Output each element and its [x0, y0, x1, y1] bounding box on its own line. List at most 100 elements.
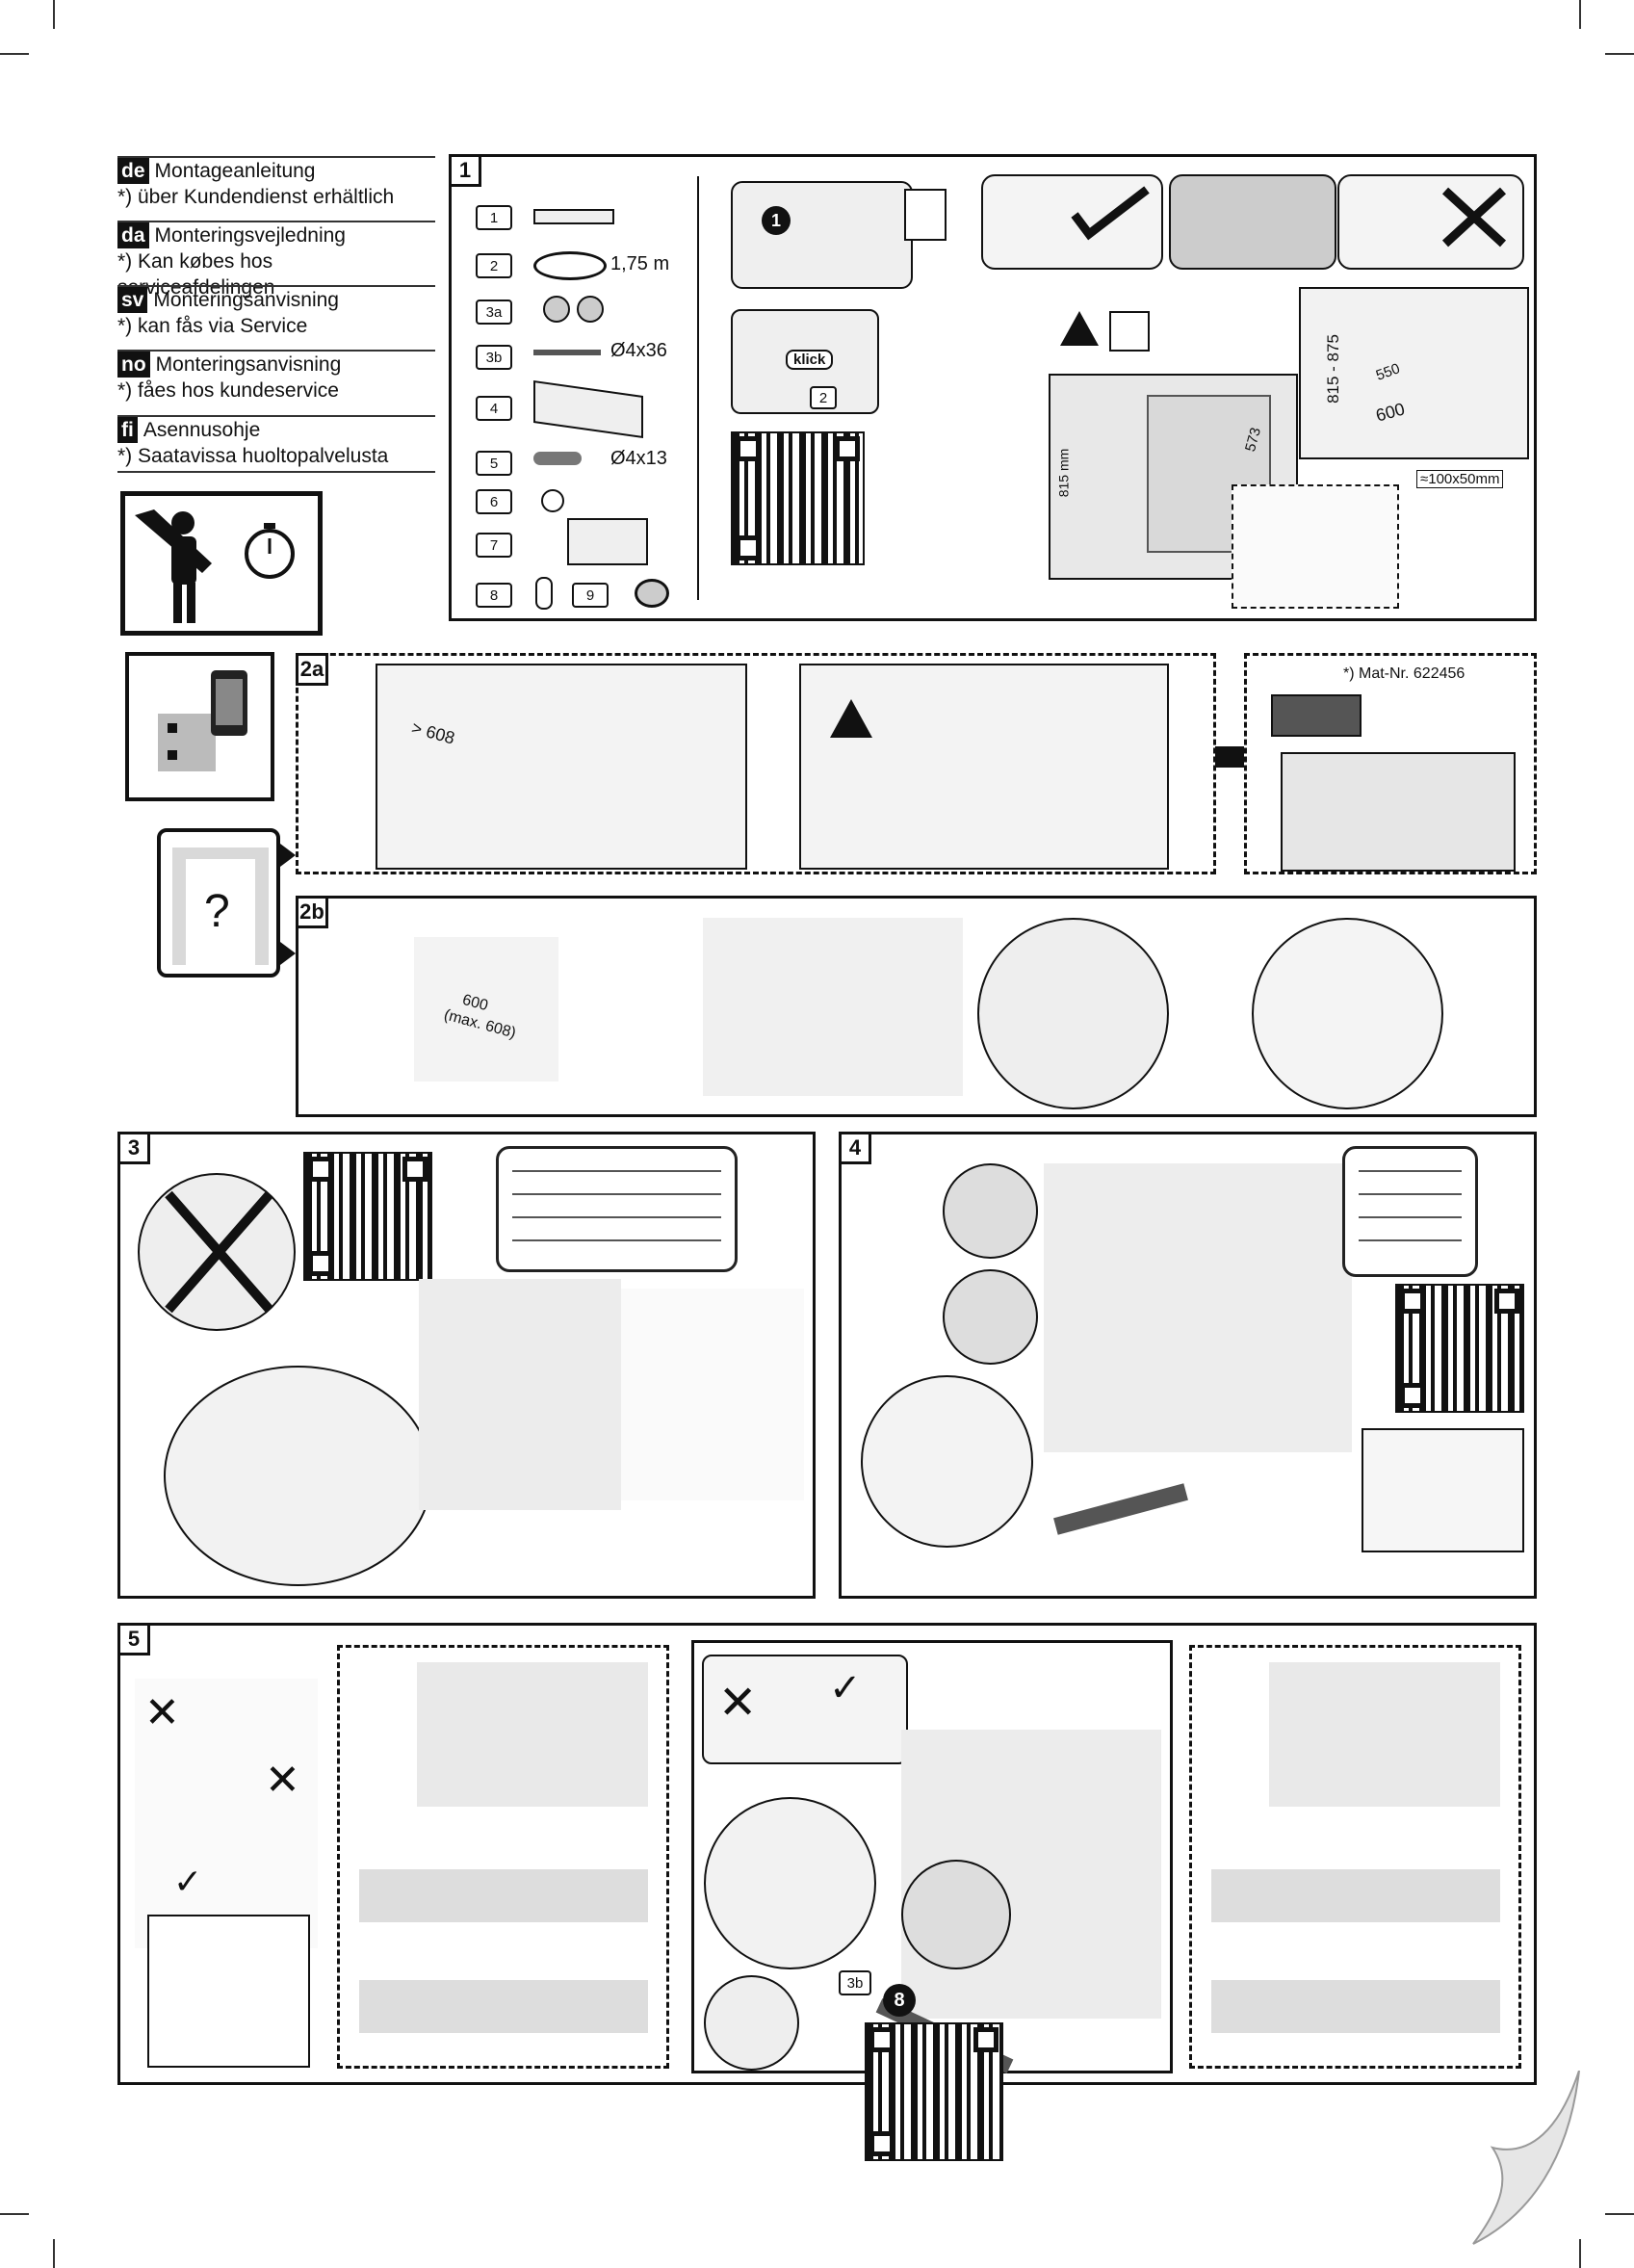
niche-bracket-illustration [1281, 752, 1516, 872]
tools-timer-icon [120, 491, 323, 636]
step-badge: 1 [762, 206, 791, 235]
crop-mark [0, 2213, 29, 2215]
screwdriver-illustration [1053, 1483, 1188, 1535]
check-icon [1071, 186, 1150, 241]
qr-code [731, 431, 865, 565]
language-note: *) fåes hos kundeservice [117, 379, 339, 402]
bracket-illustration [1271, 694, 1362, 737]
warning-icon [830, 699, 872, 738]
cross-icon [1441, 187, 1507, 248]
hinge-adjust-panel-left [337, 1645, 669, 2069]
qr-code [1395, 1284, 1524, 1413]
crop-mark [0, 53, 29, 55]
door-centering-diagram [147, 1915, 310, 2068]
step-1-panel: 1 1 2 1,75 m 3a 3b Ø4x36 4 5 Ø4x13 6 7 8… [449, 154, 1537, 621]
language-note: *) Saatavissa huoltopalvelusta [117, 445, 389, 467]
language-note: *) über Kundendienst erhältlich [117, 186, 395, 208]
scan-qr-phone-icon [125, 652, 274, 801]
niche-width-illustration: > 608 [376, 664, 747, 870]
klick-connector-illustration: klick 2 [731, 309, 879, 414]
hinge-arm-illustration [359, 1869, 648, 1922]
divider [697, 176, 699, 600]
correct-worktop-illustration [981, 174, 1163, 270]
niche-dimensions-illustration [1299, 287, 1529, 459]
mounting-strip-part [533, 209, 614, 224]
cross-icon: ✕ [718, 1678, 758, 1729]
part-2-ref: 2 [810, 386, 837, 409]
cross-icon: ✕ [265, 1757, 300, 1804]
fixing-detail-circle [1252, 918, 1443, 1109]
language-title: Montageanleitung [154, 160, 316, 182]
niche-600-illustration: 600 (max. 608) [414, 937, 558, 1082]
arrow-right-icon [1215, 746, 1244, 768]
step-number: 4 [839, 1132, 871, 1164]
step-4-panel: 4 [839, 1132, 1537, 1599]
gap-correct-circle [943, 1269, 1038, 1365]
dishwasher-front-illustration [703, 918, 963, 1096]
foot-adjust-detail-circle [861, 1375, 1033, 1548]
language-code: sv [117, 287, 148, 313]
step-number: 1 [449, 154, 481, 187]
crop-mark [1605, 53, 1634, 55]
cable-part [533, 251, 607, 280]
connections-illustration [621, 1289, 804, 1500]
no-steam-icon [1109, 311, 1150, 352]
crop-mark [1605, 2213, 1634, 2215]
part-5-size: Ø4x13 [610, 448, 667, 469]
step-2a-panel: 2a > 608 [296, 653, 1216, 874]
hinge-arm-illustration [359, 1980, 648, 2033]
klick-label: klick [786, 350, 834, 370]
wrong-worktop-illustration [1337, 174, 1524, 270]
arrow-right-icon [280, 844, 296, 867]
step-2a-bracket-panel: *) Mat-Nr. 622456 [1244, 653, 1537, 874]
hinge-top-illustration [417, 1662, 648, 1807]
dim-608: > 608 [409, 717, 457, 748]
door-corner-detail-circle [704, 1797, 876, 1969]
cross-icon: ✕ [144, 1689, 180, 1736]
height-adjust-panel [1362, 1428, 1524, 1552]
part-3b-label: 3b [476, 345, 512, 370]
hinge-arm-illustration [1211, 1869, 1500, 1922]
qr-code [865, 2022, 1003, 2161]
part-1-label: 1 [476, 205, 512, 230]
step-3-panel: 3 [117, 1132, 816, 1599]
no-drill-circle [704, 1975, 799, 2071]
part-3a-label: 3a [476, 300, 512, 325]
step-number: 2b [296, 896, 328, 928]
crop-mark [1579, 0, 1581, 29]
step-5-panel: 5 ✕ ✕ ✓ ✕ ✓ 3b [117, 1623, 1537, 2085]
trash-icon [904, 189, 947, 241]
notes-callout [496, 1146, 738, 1272]
language-note: *) kan fås via Service [117, 315, 308, 337]
step-2b-panel: 2b 600 (max. 608) [296, 896, 1537, 1117]
question-mark: ? [204, 886, 230, 937]
part-3b-size: Ø4x36 [610, 340, 667, 361]
language-note: *) Kan købes hos serviceafdelingen [117, 250, 275, 299]
bracket-part [567, 518, 648, 565]
cross-icon [165, 1190, 273, 1314]
part-7-label: 7 [476, 533, 512, 558]
niche-width-question-icon: ? [157, 828, 280, 978]
language-title: Asennusohje [143, 419, 261, 441]
crop-mark [1579, 2239, 1581, 2268]
notes-callout [1342, 1146, 1478, 1277]
no-kink-hose-icon [138, 1173, 296, 1331]
hinge-detail-circle [977, 918, 1169, 1109]
qr-code [303, 1152, 432, 1281]
part-2-label: 2 [476, 253, 512, 278]
check-icon: ✓ [829, 1667, 862, 1709]
screw-detail-circle [901, 1860, 1011, 1969]
dim-100x50: ≈100x50mm [1416, 470, 1504, 488]
cover-strip-part [533, 379, 643, 439]
dim-815-875: 815 - 875 [1323, 334, 1342, 404]
part-9-label: 9 [572, 583, 609, 608]
door-mount-panel: ✕ ✓ 3b [691, 1640, 1173, 2073]
screw-part [533, 452, 582, 465]
arrow-right-icon [280, 942, 296, 965]
dim-815mm: 815 mm [1055, 448, 1072, 498]
